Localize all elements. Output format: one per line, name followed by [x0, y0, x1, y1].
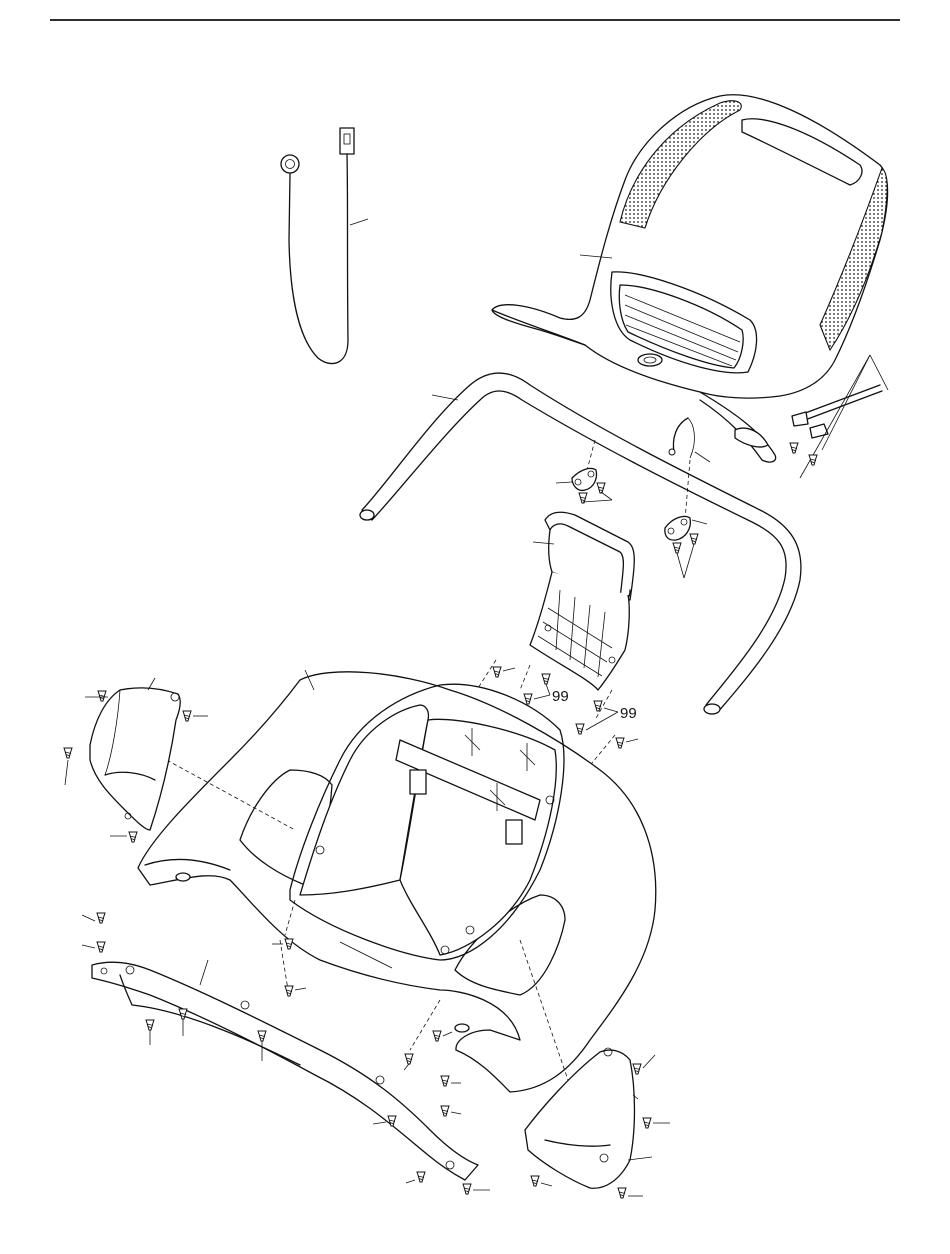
- bracket-right: [665, 516, 707, 578]
- callout-99-a: 99: [552, 688, 569, 705]
- base-shroud: [138, 670, 656, 1092]
- callout-99-b: 99: [620, 705, 637, 722]
- display-tray: [530, 512, 634, 690]
- cable-assembly: [281, 128, 368, 364]
- bracket-left: [556, 468, 612, 503]
